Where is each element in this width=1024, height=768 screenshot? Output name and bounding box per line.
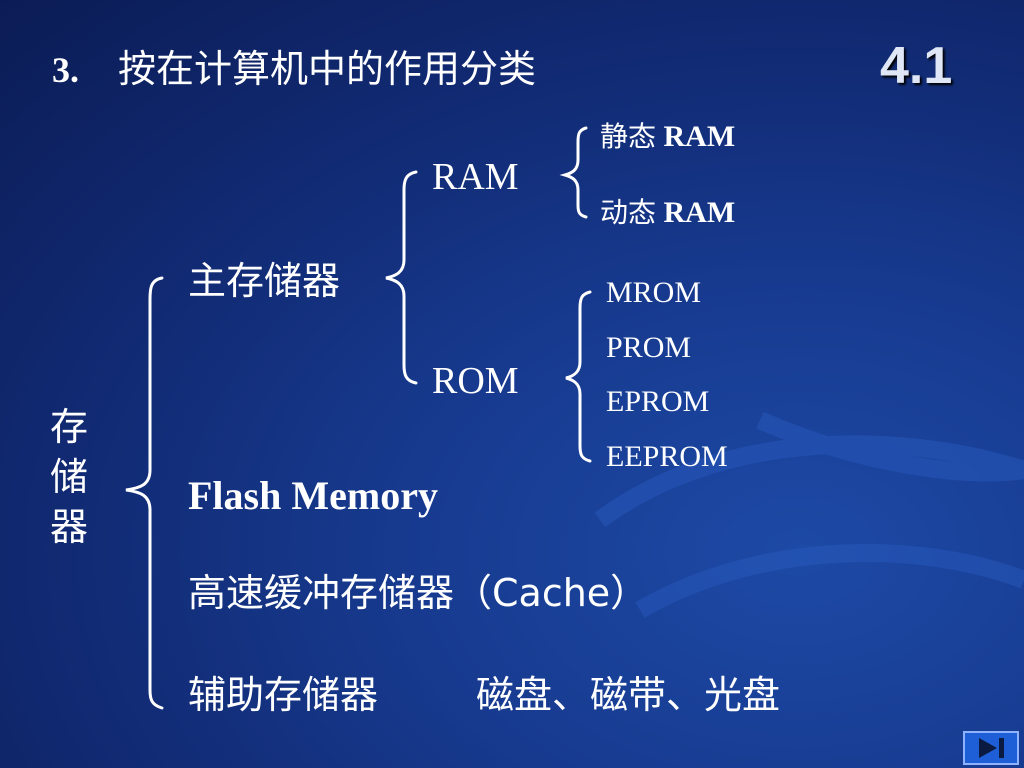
- ram-brace: [559, 126, 588, 219]
- static-ram-en: RAM: [663, 120, 736, 153]
- cache-label: 高速缓冲存储器（Cache）: [188, 571, 649, 615]
- rom-type-prom: PROM: [606, 331, 692, 364]
- page-title: 按在计算机中的作用分类: [118, 47, 537, 91]
- flash-memory-label: Flash Memory: [188, 473, 438, 518]
- rom-type-eprom: EPROM: [606, 385, 710, 418]
- root-label: 存储器: [50, 405, 89, 549]
- section-number: 4.1: [880, 37, 953, 95]
- title-number: 3.: [52, 50, 79, 90]
- auxiliary-examples: 磁盘、磁带、光盘: [476, 673, 781, 717]
- dynamic-ram-cn: 动态: [600, 196, 657, 229]
- rom-brace: [565, 290, 592, 463]
- dynamic-ram-label: 动态 RAM: [600, 198, 735, 228]
- dynamic-ram-en: RAM: [663, 196, 736, 229]
- rom-type-eeprom: EEPROM: [606, 440, 728, 473]
- next-slide-button[interactable]: [963, 731, 1019, 765]
- main-memory-brace: [385, 170, 418, 385]
- root-brace: [125, 276, 164, 710]
- static-ram-label: 静态 RAM: [600, 122, 735, 152]
- rom-type-mrom: MROM: [606, 276, 702, 309]
- main-memory-label: 主存储器: [188, 259, 341, 303]
- static-ram-cn: 静态: [600, 120, 657, 153]
- ram-label: RAM: [432, 156, 519, 198]
- rom-label: ROM: [432, 360, 519, 402]
- auxiliary-memory-label: 辅助存储器: [188, 673, 379, 717]
- next-slide-icon: [979, 738, 1004, 758]
